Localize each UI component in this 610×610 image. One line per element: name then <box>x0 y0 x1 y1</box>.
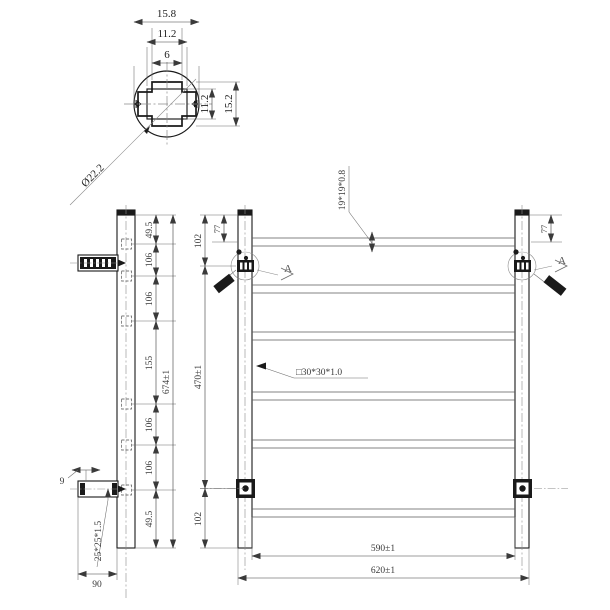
side-bracket-upper <box>70 254 126 272</box>
side-elevation: 9 25*25*1.5 90 <box>60 205 177 600</box>
front-bottom-to-base-label: 102 <box>194 512 204 527</box>
dim-overall-width-620: 620±1 <box>237 566 530 582</box>
rail-3 <box>252 331 515 341</box>
front-rail-height-label: 470±1 <box>194 365 204 389</box>
side-bottom-offset-label: 49.5 <box>145 510 155 527</box>
dim-overall-height-674: 674±1 <box>162 214 177 549</box>
dim-106-1: 106 <box>145 243 160 277</box>
detail-marker-left: A <box>213 249 294 294</box>
dim-470: 470±1 <box>194 265 209 489</box>
front-horizontal-dims: 590±1 620±1 <box>237 517 530 585</box>
cross-section-detail: 15.8 11.2 6 11.2 15.2 <box>69 8 240 206</box>
dim-post-profile: 25*25*1.5 <box>94 488 112 568</box>
post-profile-label: 25*25*1.5 <box>94 521 104 562</box>
dim-106-3: 106 <box>145 403 160 446</box>
section-extension-lines-v <box>184 81 240 127</box>
section-center-lines <box>124 62 212 147</box>
dim-rail-profile: 19*19*0.8 <box>338 166 376 253</box>
front-rails <box>252 237 515 518</box>
rail-6 <box>252 508 515 518</box>
front-top-to-bracket-label: 102 <box>194 234 204 249</box>
side-post <box>116 205 136 600</box>
side-overall-height-label: 674±1 <box>162 370 172 394</box>
side-dimension-chain: 49.5 106 106 155 106 106 <box>145 214 177 549</box>
section-inner-height-label: 11.2 <box>199 95 211 114</box>
dim-106-2: 106 <box>145 275 160 322</box>
section-center-width-label: 6 <box>164 49 170 61</box>
front-top-short-label: 77 <box>212 225 222 234</box>
front-post-profile-label: □30*30*1.0 <box>296 368 342 378</box>
rail-4 <box>252 391 515 401</box>
section-inner-width-label: 11.2 <box>158 28 177 40</box>
detail-marker-left-label: A <box>284 263 292 275</box>
dim-section-overall-height: 15.2 <box>223 81 240 127</box>
side-space-middle-label: 155 <box>145 356 155 371</box>
dim-49-5-bottom: 49.5 <box>145 489 160 549</box>
side-space-2-label: 106 <box>145 292 155 307</box>
dim-section-center-width: 6 <box>151 49 183 67</box>
front-inner-width-label: 590±1 <box>371 544 395 554</box>
dim-top-77-right: 77 <box>539 214 555 243</box>
bracket-thickness-label: 9 <box>60 477 65 487</box>
fastener-callout-right <box>533 273 567 296</box>
dim-section-overall-width: 15.8 <box>133 8 200 26</box>
section-overall-height-label: 15.2 <box>223 94 235 113</box>
front-vertical-dims: 102 77 470±1 102 77 <box>194 214 562 549</box>
front-lower-bracket-right <box>513 479 532 498</box>
fastener-callout-left <box>213 269 237 294</box>
dim-155-middle: 155 <box>145 320 160 405</box>
front-top-short-right-label: 77 <box>539 225 549 234</box>
dim-106-4: 106 <box>145 444 160 491</box>
rail-5 <box>252 439 515 449</box>
detail-marker-right: A <box>507 249 568 296</box>
side-top-offset-label: 49.5 <box>145 221 155 238</box>
side-space-3-label: 106 <box>145 418 155 433</box>
front-overall-width-label: 620±1 <box>371 566 395 576</box>
side-bracket-lower <box>70 480 126 498</box>
base-width-label: 90 <box>92 580 102 590</box>
section-overall-width-label: 15.8 <box>157 8 177 20</box>
dim-49-5-top: 49.5 <box>145 214 160 245</box>
dim-bracket-thickness: 9 <box>60 466 101 487</box>
front-elevation: A A <box>194 166 568 585</box>
detail-marker-right-label: A <box>558 255 566 267</box>
dim-top-102: 102 <box>194 214 209 267</box>
side-space-4-label: 106 <box>145 461 155 476</box>
dim-inner-width-590: 590±1 <box>251 544 516 560</box>
front-lower-brackets <box>200 479 568 498</box>
rail-1 <box>252 237 515 247</box>
dim-bottom-102: 102 <box>194 488 209 549</box>
dim-front-post-profile: □30*30*1.0 <box>256 362 368 379</box>
dim-top-77-left: 77 <box>212 214 228 243</box>
side-space-1-label: 106 <box>145 253 155 268</box>
dim-base-width: 90 <box>77 497 118 590</box>
rail-profile-label: 19*19*0.8 <box>338 170 348 211</box>
front-lower-bracket-left <box>236 479 255 498</box>
dim-section-inner-height: 11.2 <box>199 88 216 120</box>
section-extension-lines <box>133 28 200 100</box>
dim-section-inner-width: 11.2 <box>146 28 188 46</box>
rail-2 <box>252 284 515 294</box>
